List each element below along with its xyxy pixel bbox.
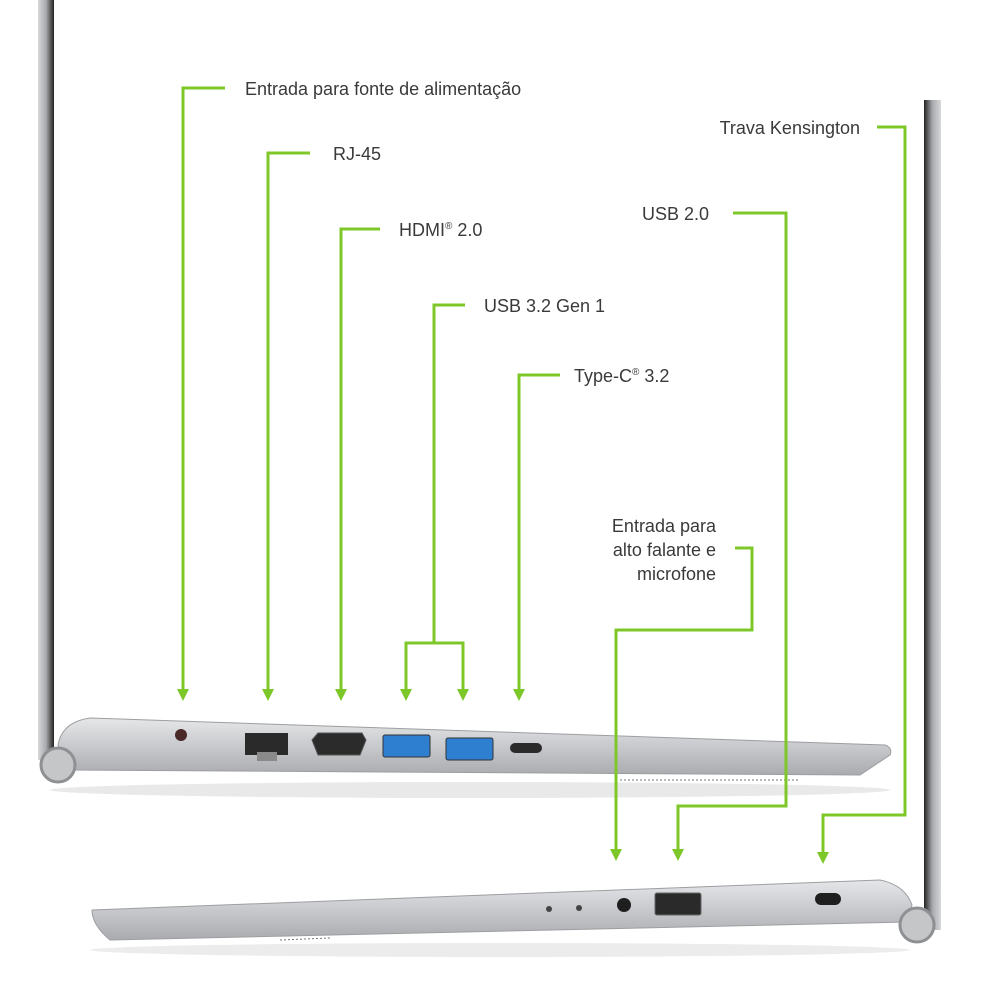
audio-jack bbox=[617, 898, 631, 912]
hdmi-main: HDMI bbox=[399, 220, 445, 240]
kensington-slot bbox=[815, 893, 841, 905]
hdmi-sup: ® bbox=[445, 221, 453, 232]
label-usb20: USB 2.0 bbox=[642, 204, 709, 224]
laptop-right-side bbox=[90, 100, 941, 957]
label-power-input: Entrada para fonte de alimentação bbox=[245, 79, 521, 99]
usb3-port-1 bbox=[382, 734, 431, 758]
label-audio-line2: alto falante e bbox=[613, 540, 716, 560]
typec-sup: ® bbox=[632, 367, 640, 378]
label-audio-line3: microfone bbox=[637, 564, 716, 584]
lid-edge-right bbox=[924, 100, 941, 930]
hdmi-port bbox=[311, 732, 367, 756]
label-type-c: Type-C® 3.2 bbox=[574, 366, 669, 386]
hinge-right bbox=[898, 906, 936, 944]
label-hdmi: HDMI® 2.0 bbox=[399, 220, 482, 240]
hinge bbox=[39, 746, 77, 784]
label-rj45: RJ-45 bbox=[333, 144, 381, 164]
label-kensington: Trava Kensington bbox=[720, 118, 860, 138]
power-led bbox=[546, 906, 552, 912]
typec-rest: 3.2 bbox=[639, 366, 669, 386]
callout-lines bbox=[177, 86, 907, 864]
lid-edge bbox=[38, 0, 54, 760]
typec-main: Type-C bbox=[574, 366, 632, 386]
rj45-port bbox=[245, 733, 288, 761]
usb-c-port bbox=[510, 743, 542, 753]
hdmi-rest: 2.0 bbox=[452, 220, 482, 240]
battery-led bbox=[576, 905, 582, 911]
usb2-port bbox=[654, 892, 702, 916]
power-jack bbox=[175, 729, 187, 741]
label-usb32: USB 3.2 Gen 1 bbox=[484, 296, 605, 316]
chassis-right bbox=[91, 879, 913, 941]
laptop-left-side bbox=[38, 0, 892, 798]
label-audio-line1: Entrada para bbox=[612, 516, 717, 536]
usb3-port-2 bbox=[445, 737, 494, 761]
